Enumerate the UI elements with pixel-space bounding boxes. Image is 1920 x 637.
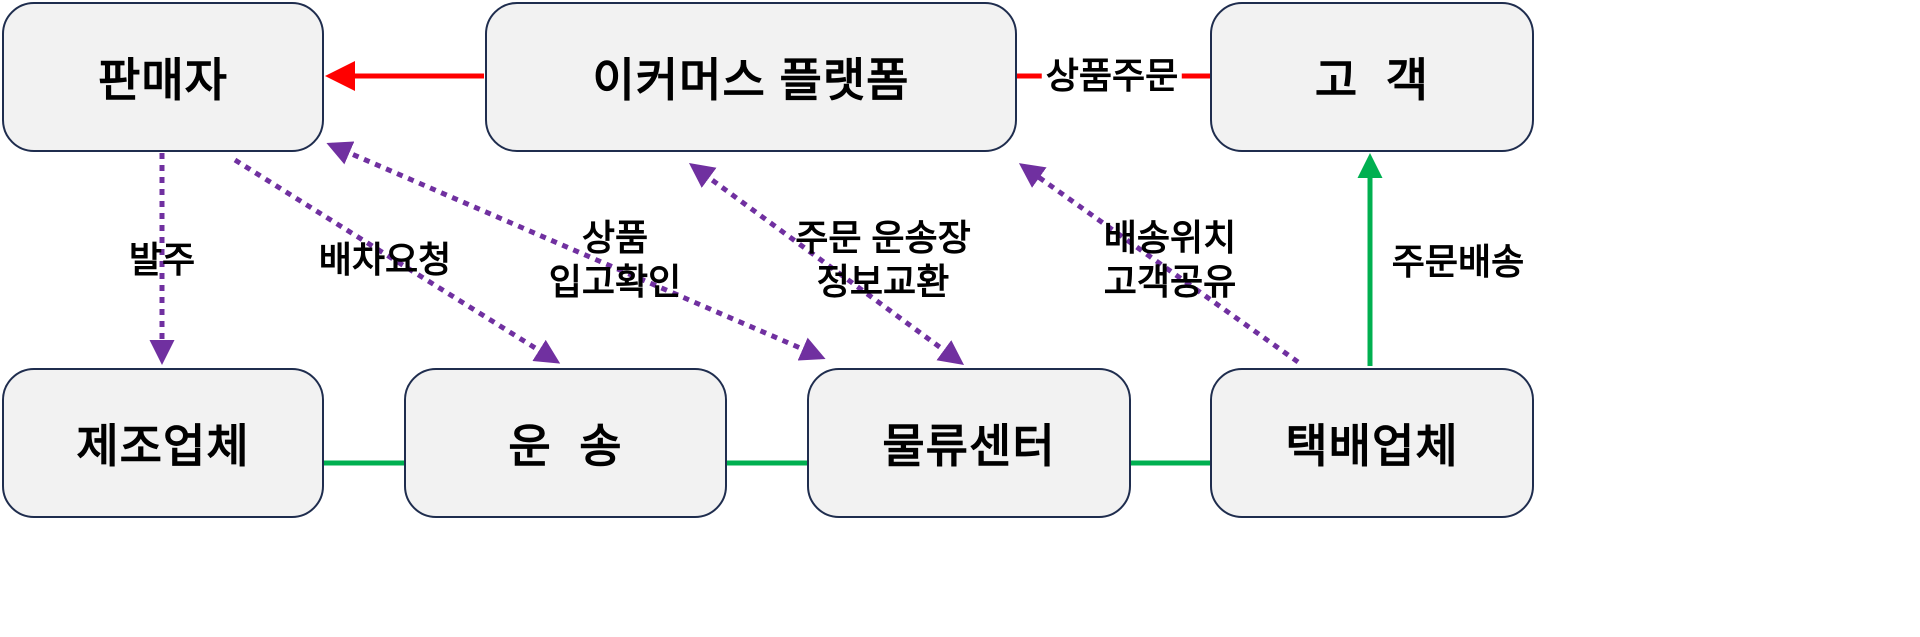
label-line: 배송위치 — [1103, 217, 1237, 258]
label-waybill-exchange: 주문 운송장 정보교환 — [795, 216, 971, 304]
label-order-delivery: 주문배송 — [1391, 241, 1525, 282]
label-line: 고객공유 — [1103, 261, 1237, 302]
node-customer: 고 객 — [1210, 2, 1534, 152]
label-line: 주문 운송장 — [795, 217, 971, 258]
label-line: 입고확인 — [548, 261, 682, 302]
label-line: 정보교환 — [816, 261, 950, 302]
label-receipt-confirm: 상품 입고확인 — [549, 216, 681, 304]
label-dispatch-request: 배차요청 — [318, 239, 452, 280]
node-courier: 택배업체 — [1210, 368, 1534, 518]
label-purchase-order: 발주 — [128, 239, 196, 280]
node-ecommerce-platform: 이커머스 플랫폼 — [485, 2, 1017, 152]
node-seller: 판매자 — [2, 2, 324, 152]
arrow-waybill-exchange — [688, 163, 965, 365]
node-logistics-center: 물류센터 — [807, 368, 1131, 518]
node-transport: 운 송 — [404, 368, 727, 518]
label-line: 상품 — [581, 217, 649, 258]
label-order-product: 상품주문 — [1041, 54, 1183, 98]
node-manufacturer: 제조업체 — [2, 368, 324, 518]
arrow-location-share — [1018, 163, 1300, 365]
label-location-share: 배송위치 고객공유 — [1104, 216, 1236, 304]
